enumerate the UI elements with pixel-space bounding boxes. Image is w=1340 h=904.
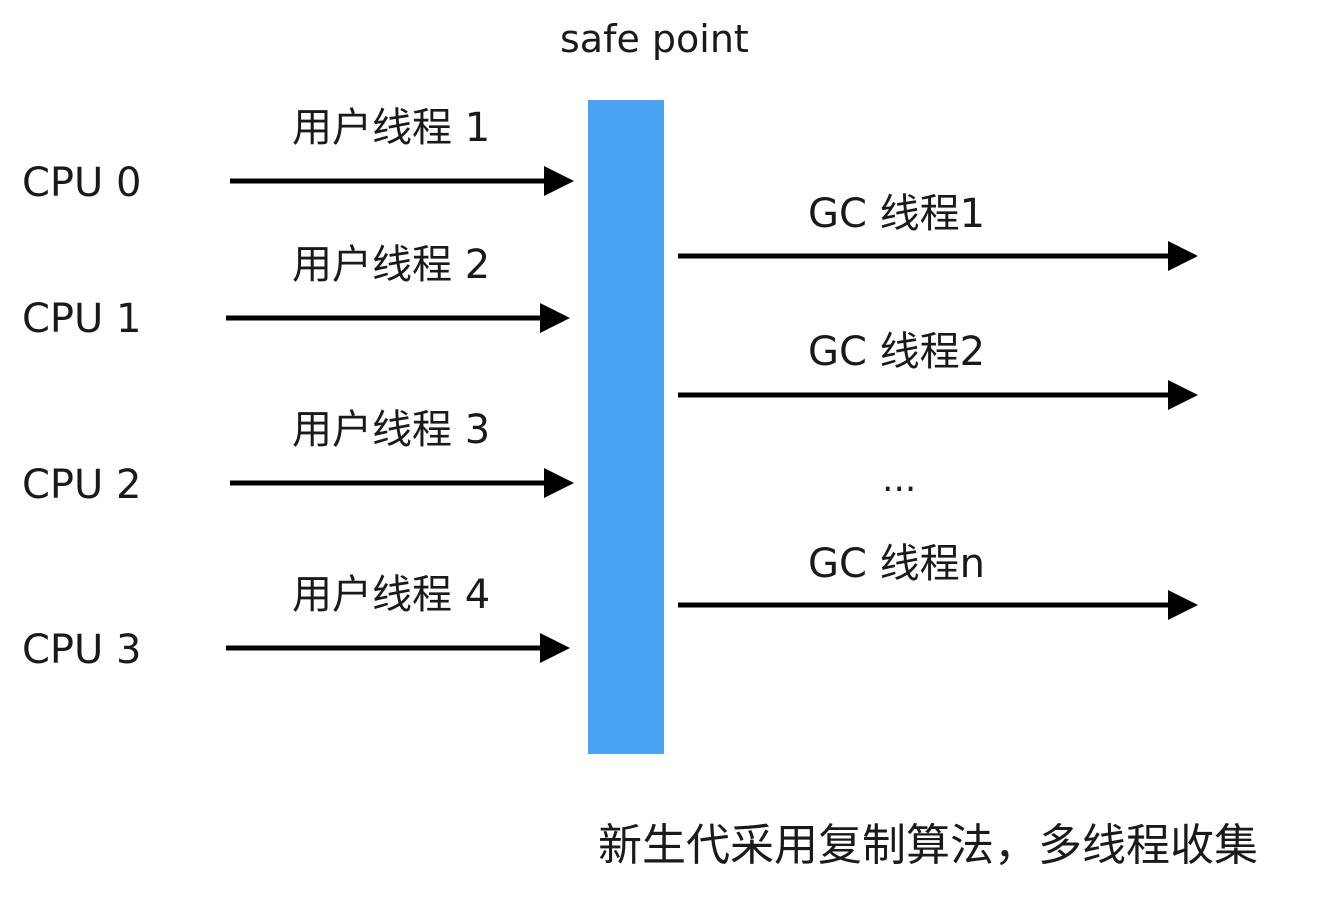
arrowhead-cpu-2	[544, 468, 574, 498]
user-thread-label-1: 用户线程 1	[292, 105, 491, 151]
cpu-label-0: CPU 0	[22, 160, 142, 206]
safe-point-label: safe point	[560, 17, 749, 61]
arrowhead-cpu-0	[544, 166, 574, 196]
cpu-label-2: CPU 2	[22, 462, 142, 508]
gc-thread-label-n: GC 线程n	[808, 541, 985, 587]
gc-thread-ellipsis: ...	[882, 459, 917, 500]
user-thread-arrows	[226, 166, 574, 663]
diagram-caption: 新生代采用复制算法，多线程收集	[598, 820, 1258, 871]
gc-thread-label-2: GC 线程2	[808, 329, 986, 375]
user-thread-label-4: 用户线程 4	[292, 572, 491, 618]
arrowhead-cpu-1	[540, 303, 570, 333]
user-thread-label-2: 用户线程 2	[292, 242, 491, 288]
arrowhead-gc-n	[1168, 590, 1198, 620]
arrowhead-gc-1	[1168, 241, 1198, 271]
arrowhead-cpu-3	[540, 633, 570, 663]
arrowhead-gc-2	[1168, 380, 1198, 410]
cpu-label-3: CPU 3	[22, 627, 142, 673]
cpu-label-1: CPU 1	[22, 296, 142, 342]
safe-point-barrier	[588, 100, 664, 754]
gc-thread-label-1: GC 线程1	[808, 191, 986, 237]
gc-thread-arrows	[678, 241, 1198, 620]
user-thread-label-3: 用户线程 3	[292, 407, 491, 453]
